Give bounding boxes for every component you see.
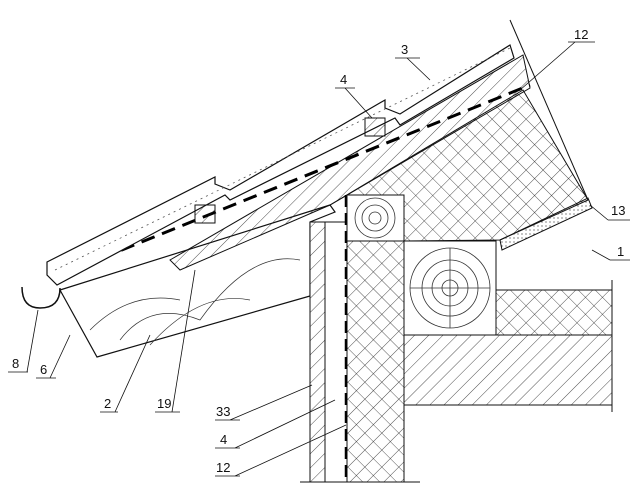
ceiling-boards [499, 197, 593, 251]
label-rafter: 2 [104, 396, 112, 411]
small-log [346, 194, 405, 242]
label-roof-tile: 3 [401, 42, 409, 57]
label-wall-cladding: 33 [216, 404, 231, 419]
label-batten-top: 4 [340, 72, 348, 87]
small-log-rings [354, 197, 396, 239]
label-gutter: 8 [12, 356, 20, 371]
wall-cladding [309, 221, 326, 483]
leader-lines [8, 41, 630, 477]
label-counter-batten: 19 [157, 396, 172, 411]
label-wall-membrane: 12 [216, 460, 231, 475]
batten [364, 117, 386, 137]
label-membrane-top: 12 [574, 27, 589, 42]
big-log-rings [409, 247, 491, 329]
label-ceiling-layer: 13 [611, 203, 626, 218]
membrane-roof [59, 83, 531, 277]
roof-tiles [46, 44, 515, 286]
label-ceiling-board: 1 [617, 244, 625, 259]
counter-batten [169, 54, 531, 271]
label-eave-board: 6 [40, 362, 48, 377]
floor-slab [403, 334, 613, 406]
tile-dashes [54, 47, 511, 271]
wood-grain [89, 258, 301, 346]
roof-cut-line [509, 19, 589, 201]
wall-insulation [346, 240, 405, 483]
rafter-body [59, 204, 336, 358]
batten [194, 204, 216, 224]
gutter [21, 286, 61, 309]
label-wall-batten: 4 [220, 432, 228, 447]
floor-insulation [495, 289, 613, 336]
